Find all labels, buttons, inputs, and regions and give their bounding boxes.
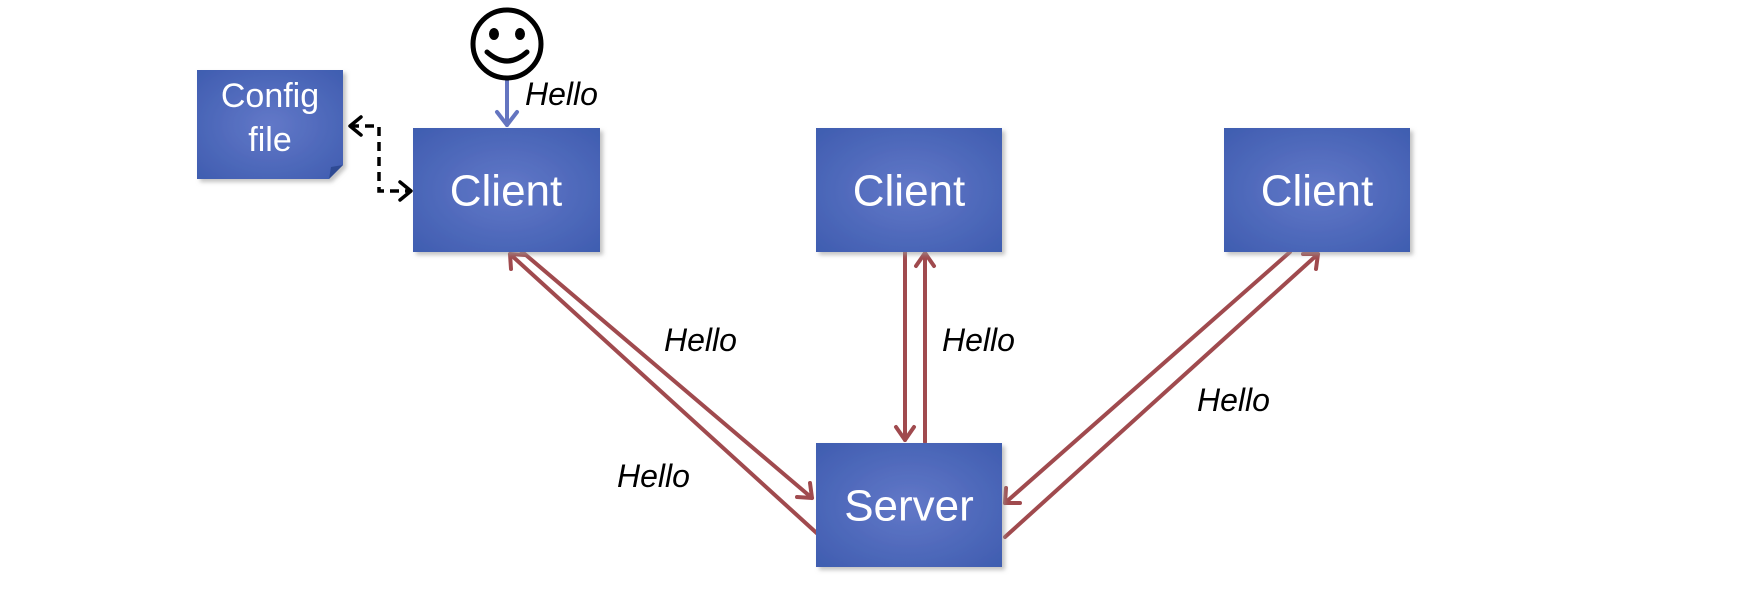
server-to-client2-arrowhead — [914, 251, 936, 268]
client-box-1: Client — [413, 128, 600, 252]
config-dashed-connector — [350, 124, 410, 193]
client1-to-server-arrow — [518, 248, 814, 500]
client-label: Client — [853, 167, 966, 216]
client-label: Client — [450, 167, 563, 216]
client2-hello-label: Hello — [942, 322, 1015, 358]
network-links — [508, 248, 1320, 539]
config-arrowhead-right — [398, 180, 413, 202]
client-label: Client — [1261, 167, 1374, 216]
link-client1-server — [508, 248, 823, 539]
user-to-client-arrowhead — [495, 110, 519, 127]
server-to-client1-arrowhead — [508, 252, 527, 271]
server-to-client3-arrow — [1003, 252, 1320, 539]
config-link — [350, 124, 410, 193]
config-file-label-line2: file — [248, 121, 291, 159]
client1-to-server-arrowhead — [795, 481, 814, 500]
client2-to-server-arrowhead — [894, 425, 916, 442]
link-client2-server — [894, 250, 936, 444]
smiley-face-icon — [470, 7, 544, 81]
client-box-3: Client — [1224, 128, 1410, 252]
config-link-heads — [348, 115, 413, 202]
client3-to-server-arrow — [1003, 250, 1292, 505]
client1-hello-label-upper: Hello — [664, 322, 737, 358]
client3-to-server-arrowhead — [1003, 486, 1022, 505]
link-client3-server — [1003, 250, 1320, 539]
client1-hello-label-lower: Hello — [617, 458, 690, 494]
config-arrowhead-left — [348, 115, 363, 137]
client-box-2: Client — [816, 128, 1002, 252]
user-hello-label: Hello — [525, 76, 598, 112]
server-box: Server — [816, 443, 1002, 567]
server-label: Server — [844, 482, 974, 531]
server-to-client3-arrowhead — [1301, 252, 1320, 271]
config-file-label-line1: Config — [221, 77, 319, 115]
config-file-box: Config file — [197, 70, 343, 179]
server-to-client1-arrow — [508, 252, 823, 539]
client3-hello-label: Hello — [1197, 382, 1270, 418]
user-to-client-link — [495, 70, 519, 127]
